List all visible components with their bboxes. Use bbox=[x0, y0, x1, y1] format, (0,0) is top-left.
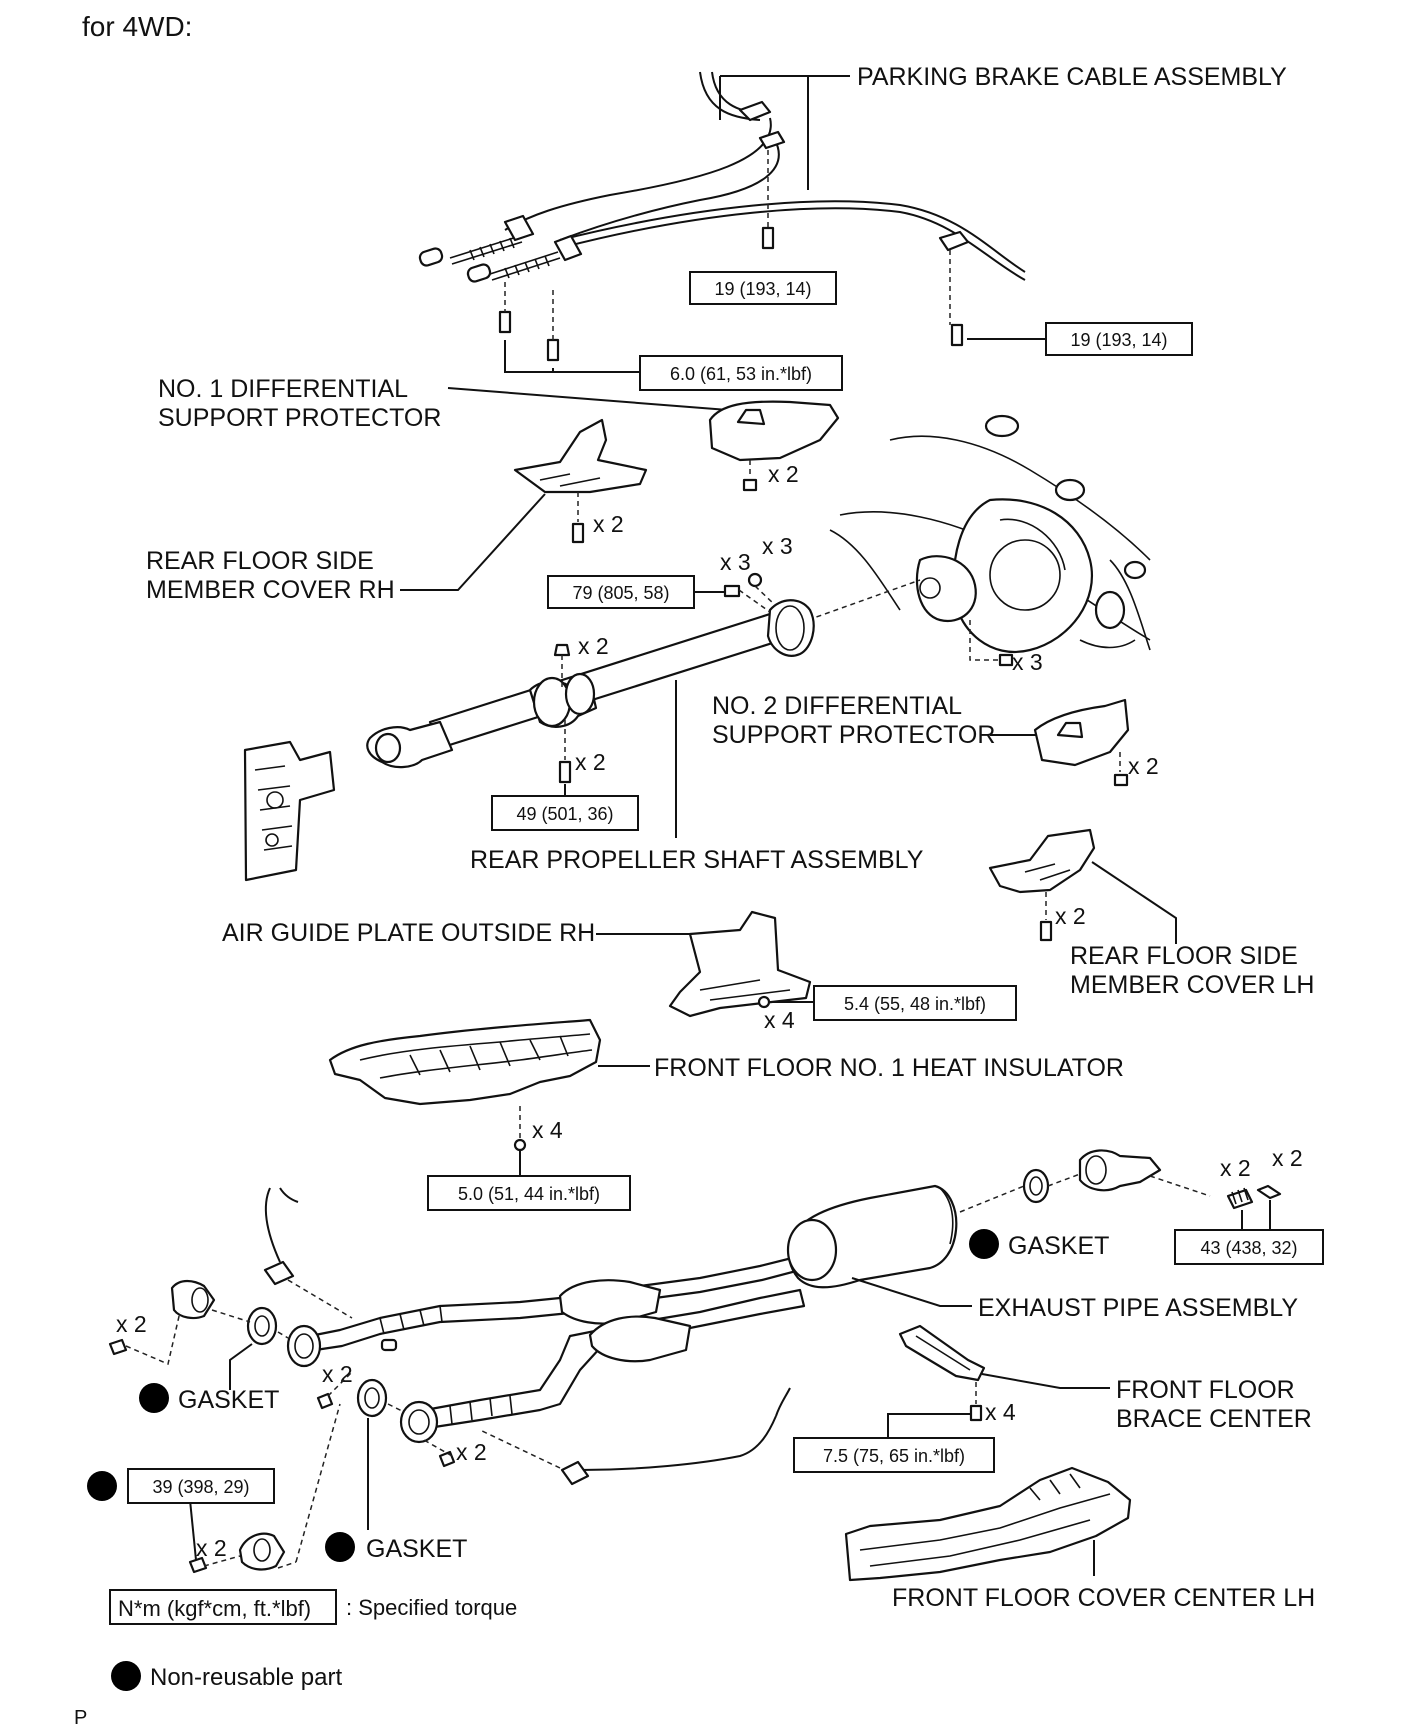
qty-lower-front-bolts: x 2 bbox=[456, 1439, 487, 1465]
air-guide-plate bbox=[668, 910, 812, 1018]
torque-box-75 bbox=[793, 1437, 995, 1473]
exhaust-pipe-assembly bbox=[286, 1184, 958, 1444]
heat-insulator bbox=[328, 1018, 602, 1106]
torque-19a: 19 (193, 14) bbox=[714, 279, 811, 299]
label-exhaust: EXHAUST PIPE ASSEMBLY bbox=[978, 1294, 1298, 1322]
qty-heat-insulator: x 4 bbox=[532, 1117, 563, 1143]
label-gasket-front-lower: GASKET bbox=[366, 1535, 467, 1563]
qty-rear-rh: x 2 bbox=[593, 511, 624, 537]
footer-code: P bbox=[74, 1707, 87, 1729]
label-gasket-rear: GASKET bbox=[1008, 1232, 1109, 1260]
front-floor-cover-center-lh bbox=[844, 1466, 1132, 1582]
label-no2-diff-l1: NO. 2 DIFFERENTIAL bbox=[712, 692, 962, 720]
qty-rear-bolt: x 2 bbox=[1272, 1145, 1303, 1171]
torque-box-79 bbox=[547, 575, 695, 609]
torque-box-49 bbox=[491, 795, 639, 831]
label-rear-lh-l1: REAR FLOOR SIDE bbox=[1070, 942, 1298, 970]
label-rear-lh-l2: MEMBER COVER LH bbox=[1070, 971, 1314, 999]
label-gasket-front-left: GASKET bbox=[178, 1386, 279, 1414]
gasket-rear bbox=[1022, 1168, 1050, 1204]
label-air-guide: AIR GUIDE PLATE OUTSIDE RH bbox=[222, 919, 595, 947]
label-rear-prop: REAR PROPELLER SHAFT ASSEMBLY bbox=[470, 846, 924, 874]
label-brace-l1: FRONT FLOOR bbox=[1116, 1376, 1295, 1404]
torque-79: 79 (805, 58) bbox=[572, 583, 669, 603]
qty-no1-diff: x 2 bbox=[768, 461, 799, 487]
nonreusable-mark-gasket-front-lower bbox=[325, 1532, 355, 1562]
page-title: for 4WD: bbox=[82, 11, 192, 42]
qty-center-bearing-nut: x 2 bbox=[578, 633, 609, 659]
qty-rear-spring: x 2 bbox=[1220, 1155, 1251, 1181]
qty-diff-nuts: x 3 bbox=[1012, 649, 1043, 675]
legend-torque-box bbox=[109, 1589, 337, 1625]
qty-rear-lh: x 2 bbox=[1055, 903, 1086, 929]
legend-torque-units: N*m (kgf*cm, ft.*lbf) bbox=[118, 1596, 311, 1621]
torque-box-39 bbox=[127, 1468, 275, 1504]
parking-brake-cable-drawing bbox=[418, 71, 1026, 362]
label-floor-cover: FRONT FLOOR COVER CENTER LH bbox=[892, 1584, 1315, 1612]
qty-front-left-bolts: x 2 bbox=[116, 1311, 147, 1337]
gasket-front-left bbox=[246, 1306, 278, 1346]
torque-box-6 bbox=[639, 355, 843, 391]
rear-differential-drawing bbox=[829, 414, 1151, 653]
torque-box-43 bbox=[1174, 1229, 1324, 1265]
label-no2-diff-l2: SUPPORT PROTECTOR bbox=[712, 721, 995, 749]
label-brace-l2: BRACE CENTER bbox=[1116, 1405, 1312, 1433]
qty-lower-left-nuts: x 2 bbox=[196, 1535, 227, 1561]
torque-6: 6.0 (61, 53 in.*lbf) bbox=[670, 364, 812, 384]
qty-no2-diff: x 2 bbox=[1128, 753, 1159, 779]
label-no1-diff-l1: NO. 1 DIFFERENTIAL bbox=[158, 375, 408, 403]
qty-center-bearing-bolt: x 2 bbox=[575, 749, 606, 775]
legend-torque-text: : Specified torque bbox=[346, 1595, 517, 1620]
legend-nonreusable-text: Non-reusable part bbox=[150, 1664, 342, 1691]
label-rear-rh-l1: REAR FLOOR SIDE bbox=[146, 547, 374, 575]
torque-box-19a bbox=[689, 271, 837, 305]
qty-brace: x 4 bbox=[985, 1399, 1016, 1425]
torque-19b: 19 (193, 14) bbox=[1070, 330, 1167, 350]
qty-front-center-bolts: x 2 bbox=[322, 1361, 353, 1387]
label-no1-diff-l2: SUPPORT PROTECTOR bbox=[158, 404, 441, 432]
torque-39: 39 (398, 29) bbox=[152, 1477, 249, 1497]
transmission-drawing bbox=[243, 740, 336, 882]
nonreusable-mark-rear-gasket bbox=[969, 1229, 999, 1259]
parking-brake-leaders bbox=[504, 75, 1046, 373]
nonreusable-mark-gasket-front-left bbox=[139, 1383, 169, 1413]
no2-diff-protector bbox=[1033, 698, 1130, 767]
torque-43: 43 (438, 32) bbox=[1200, 1238, 1297, 1258]
torque-54: 5.4 (55, 48 in.*lbf) bbox=[844, 994, 986, 1014]
qty-flange-washers: x 3 bbox=[762, 533, 793, 559]
torque-box-19b bbox=[1045, 322, 1193, 356]
gasket-front-lower bbox=[356, 1378, 388, 1418]
torque-box-50 bbox=[427, 1175, 631, 1211]
rear-floor-cover-lh bbox=[988, 828, 1096, 894]
label-parking-brake-cable: PARKING BRAKE CABLE ASSEMBLY bbox=[857, 63, 1287, 91]
qty-air-guide: x 4 bbox=[764, 1007, 795, 1033]
nonreusable-mark-torque-39 bbox=[87, 1471, 117, 1501]
torque-49: 49 (501, 36) bbox=[516, 804, 613, 824]
label-rear-rh-l2: MEMBER COVER RH bbox=[146, 576, 395, 604]
legend-nonreusable-dot bbox=[111, 1661, 141, 1691]
torque-50: 5.0 (51, 44 in.*lbf) bbox=[458, 1184, 600, 1204]
no1-diff-protector bbox=[708, 400, 840, 462]
label-heat-insulator: FRONT FLOOR NO. 1 HEAT INSULATOR bbox=[654, 1054, 1124, 1082]
qty-flange-bolts: x 3 bbox=[720, 549, 751, 575]
rear-propeller-shaft bbox=[366, 599, 815, 769]
torque-75: 7.5 (75, 65 in.*lbf) bbox=[823, 1446, 965, 1466]
torque-box-54 bbox=[813, 985, 1017, 1021]
rear-floor-cover-rh bbox=[513, 418, 648, 494]
